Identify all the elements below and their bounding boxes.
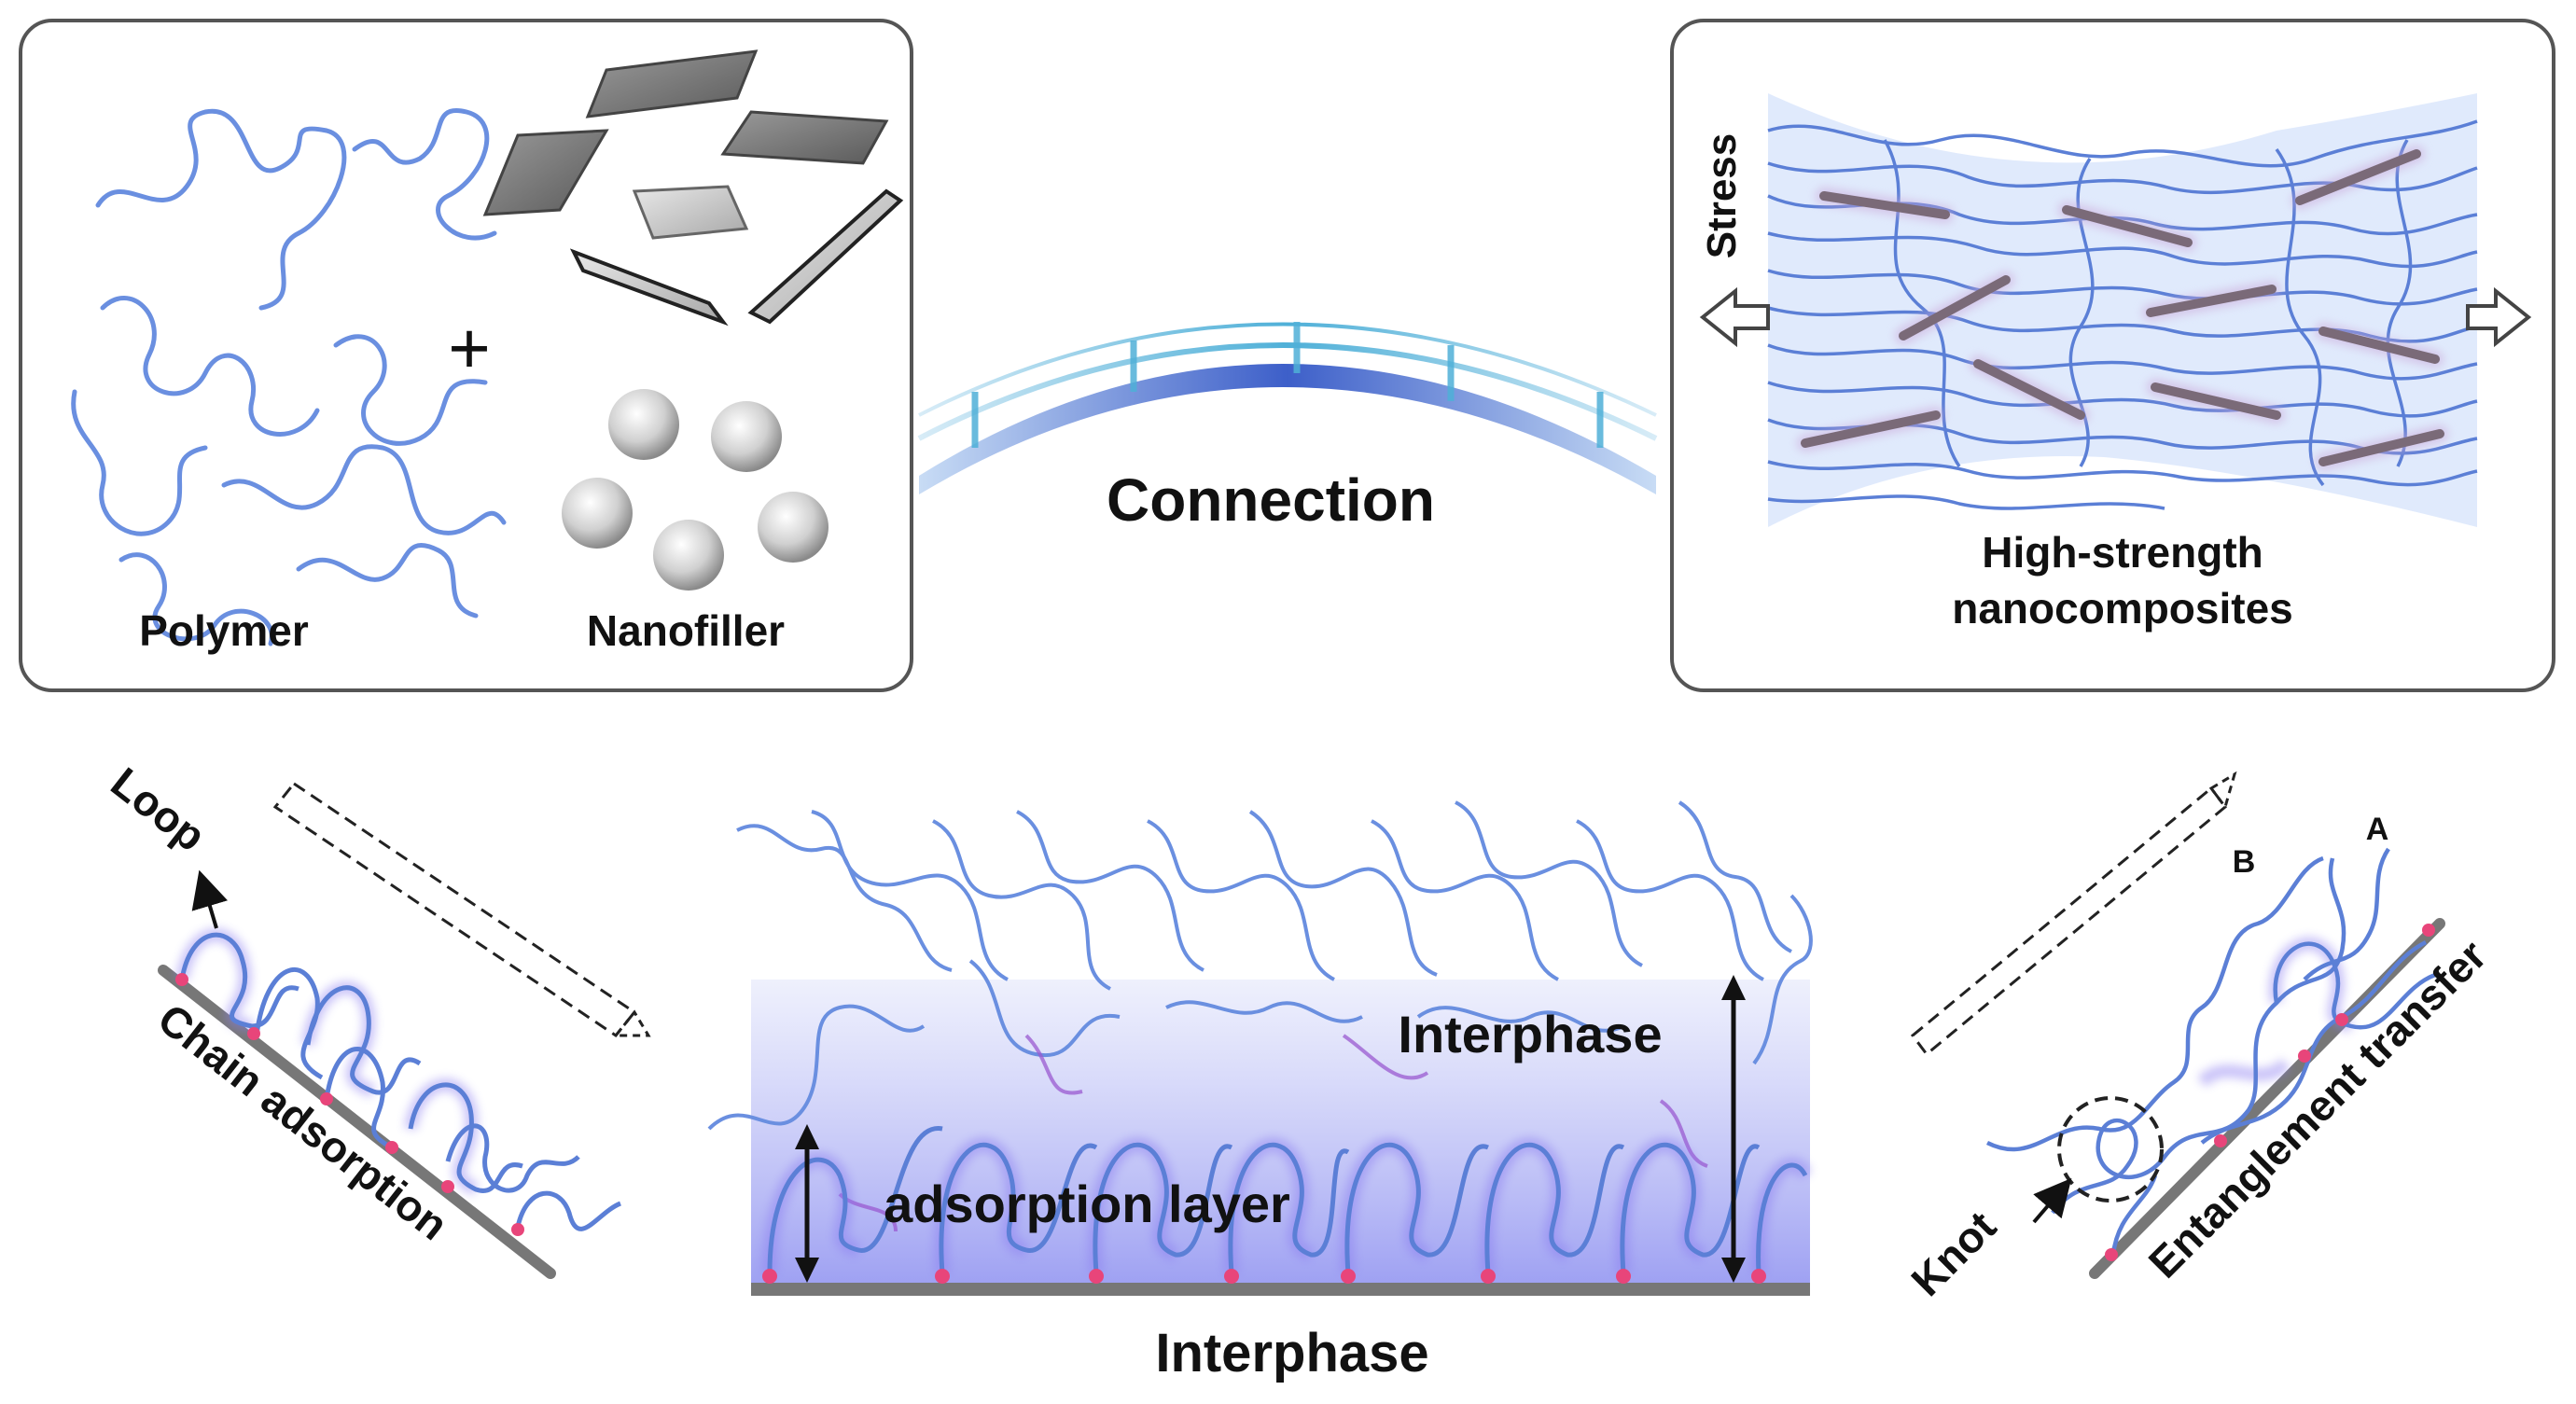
adsorption-layer-thickness-arrow bbox=[795, 1124, 819, 1283]
chain-b-label: B bbox=[2233, 844, 2256, 880]
chain-a-label: A bbox=[2366, 812, 2389, 847]
entanglement-transfer-caption: Entanglement transfer bbox=[2139, 931, 2496, 1287]
plus-sign: + bbox=[448, 307, 491, 389]
nanofiller-label: Nanofiller bbox=[587, 606, 785, 655]
interphase-thickness-arrow bbox=[1721, 975, 1746, 1283]
aligned-nanoplatelets bbox=[1797, 146, 2448, 470]
interphase-inner-label: Interphase bbox=[1398, 1005, 1662, 1063]
stress-label: Stress bbox=[1699, 133, 1745, 259]
polymer-chains-illustration bbox=[71, 108, 507, 646]
chain-adsorption-illustration bbox=[158, 781, 651, 1279]
stretched-chains-illustration bbox=[1767, 119, 2478, 510]
knot-label: Knot bbox=[1901, 1202, 2005, 1305]
polymer-label: Polymer bbox=[139, 606, 309, 655]
result-title-line2: nanocomposites bbox=[1952, 584, 2293, 632]
interphase-illustration bbox=[707, 800, 1813, 1296]
entanglement-transfer-illustration bbox=[1910, 771, 2445, 1279]
nanospheres-illustration bbox=[562, 389, 828, 591]
result-title-line1: High-strength bbox=[1982, 528, 2263, 577]
stress-arrow-right bbox=[2466, 286, 2532, 348]
bridge-illustration bbox=[917, 322, 1658, 494]
loop-label: Loop bbox=[103, 758, 216, 860]
interphase-caption: Interphase bbox=[1155, 1323, 1428, 1383]
nanoplatelets-illustration bbox=[482, 49, 904, 327]
stress-arrow-left bbox=[1699, 286, 1770, 348]
adsorption-layer-label: adsorption layer bbox=[884, 1175, 1290, 1233]
result-panel: Stress High-strength nanocomposites bbox=[1670, 19, 2555, 692]
connection-label: Connection bbox=[1107, 466, 1435, 534]
materials-panel: Polymer + Nanofiller bbox=[19, 19, 913, 692]
